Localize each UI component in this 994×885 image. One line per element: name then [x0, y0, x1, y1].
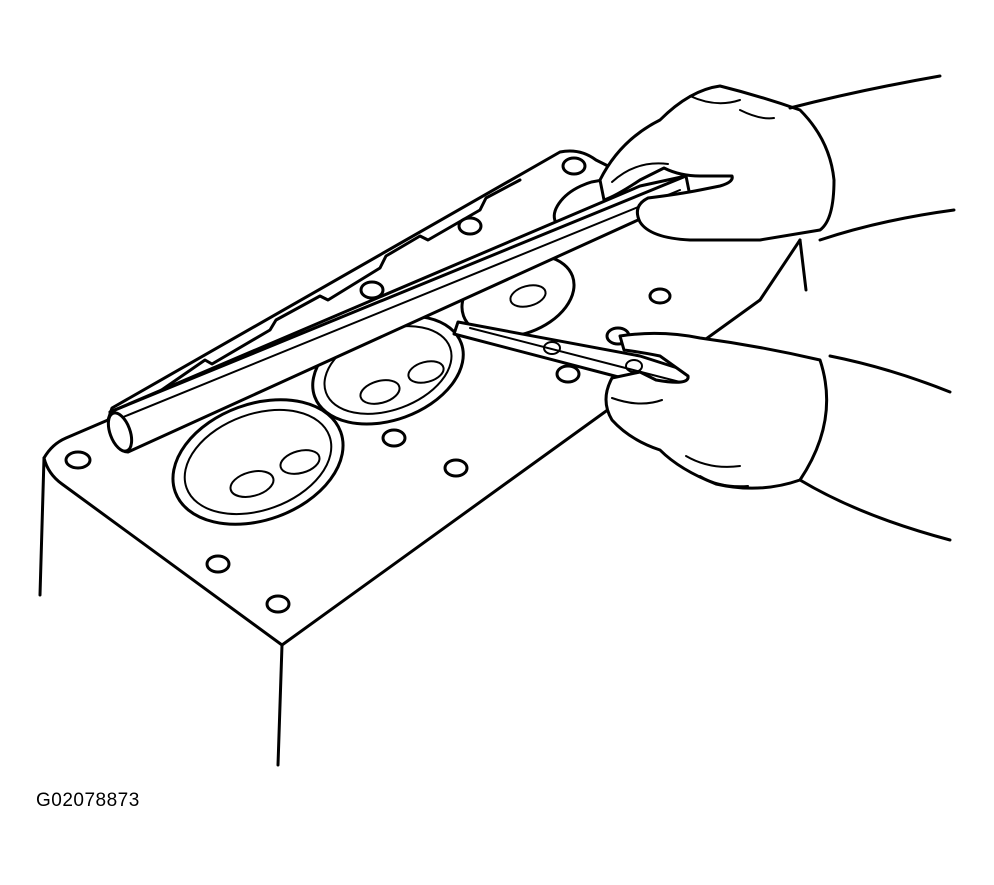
figure-id-label: G02078873 — [36, 790, 140, 811]
upper-hand-finger — [689, 95, 741, 105]
bolt-hole — [265, 594, 291, 614]
cylinder-head-front-corner — [276, 643, 284, 767]
cylinder-head-back-corner — [798, 238, 808, 292]
straight-edge-face-line — [115, 189, 681, 421]
chamber-1-valve-b — [279, 449, 321, 475]
bolt-hole — [555, 364, 581, 384]
chamber-3-valve — [509, 284, 547, 308]
bolt-hole — [205, 554, 231, 574]
bolt-hole — [648, 287, 672, 305]
lower-hand-finger — [699, 475, 749, 488]
bolt-holes — [64, 156, 672, 614]
bolt-hole — [64, 450, 92, 470]
cylinder-head — [38, 149, 808, 767]
cylinder-head-right-edge-back — [758, 238, 802, 302]
lower-hand-finger — [611, 397, 663, 405]
lower-hand — [604, 331, 952, 542]
cylinder-head-rear-ridge — [148, 178, 522, 400]
upper-hand-finger — [739, 109, 775, 120]
straight-edge-end — [106, 411, 134, 453]
upper-hand-finger — [611, 162, 669, 183]
lower-hand-sleeve-bottom — [798, 478, 952, 542]
upper-hand — [598, 74, 956, 242]
straight-edge — [106, 174, 692, 454]
upper-hand-sleeve-top — [788, 74, 942, 110]
lower-hand-sleeve-top — [828, 354, 952, 394]
chamber-1-outer — [171, 398, 345, 526]
chamber-2-valve-a — [359, 379, 401, 405]
straight-edge-body — [108, 174, 692, 454]
cylinder-head-front-edge — [42, 456, 284, 647]
cylinder-head-left-side — [38, 456, 46, 597]
upper-hand-outline — [598, 84, 836, 242]
bolt-hole — [457, 216, 483, 236]
lower-hand-finger — [685, 455, 741, 468]
bolt-hole — [561, 156, 587, 176]
bolt-hole — [381, 428, 407, 448]
bolt-hole — [443, 458, 469, 478]
chamber-2-valve-b — [407, 360, 445, 384]
upper-hand-sleeve-bottom — [818, 208, 956, 242]
chamber-1-inner — [183, 408, 333, 516]
bolt-hole — [359, 280, 385, 300]
chamber-1-valve-a — [229, 470, 275, 498]
feeler-gauge-pivot — [543, 341, 561, 355]
straight-edge-top-line — [108, 174, 688, 414]
cylinder-head-top-face — [42, 149, 614, 460]
